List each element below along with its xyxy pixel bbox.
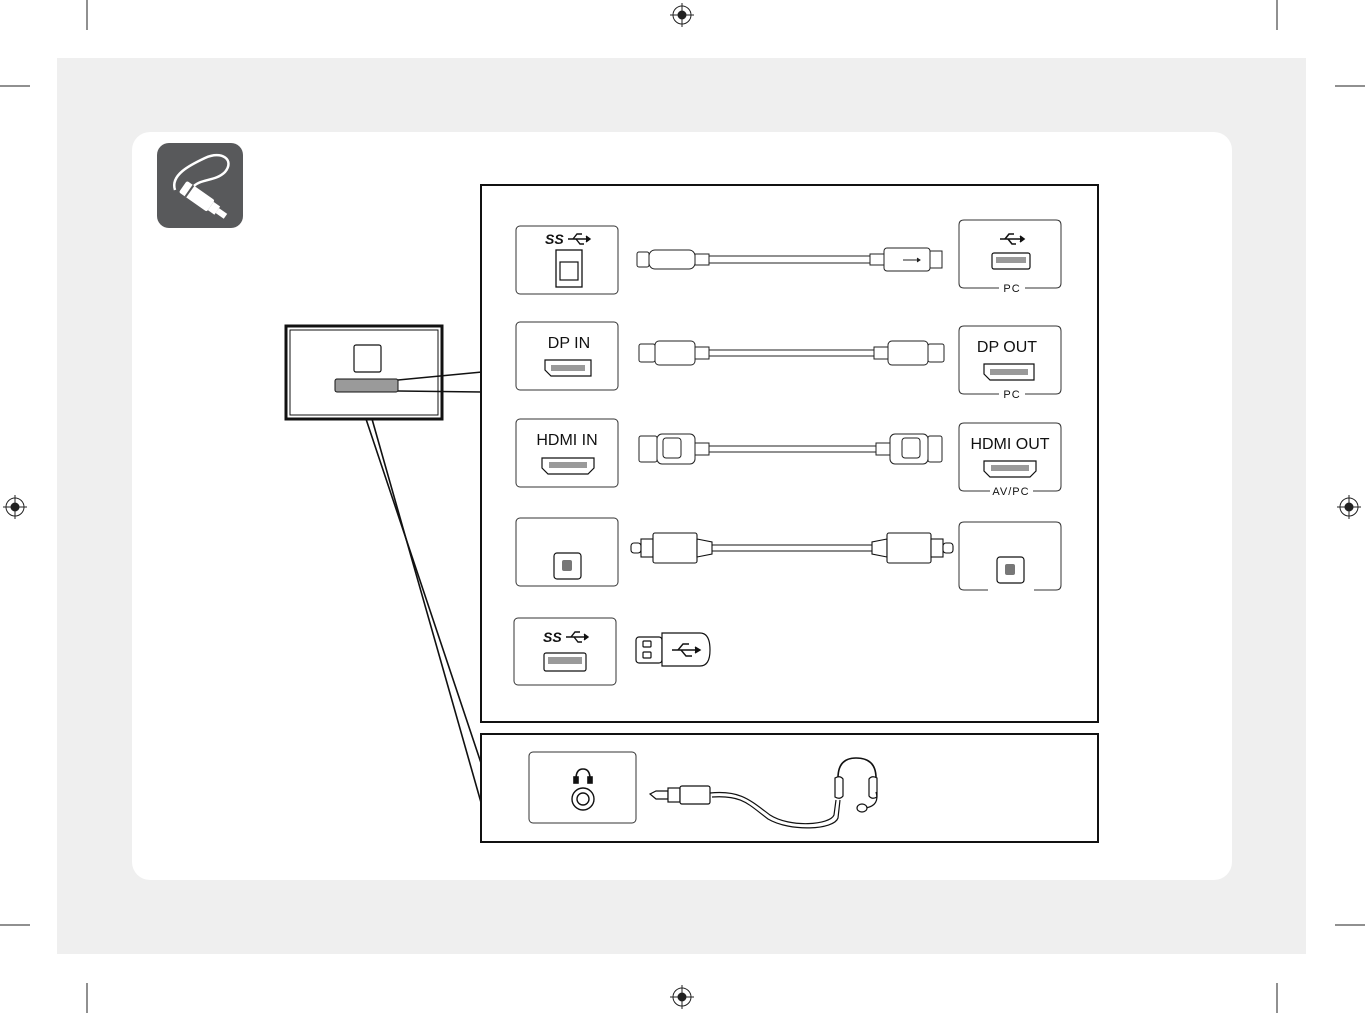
- dp-in-port: DP IN: [516, 322, 618, 390]
- hdmi-out-label: HDMI OUT: [970, 436, 1049, 453]
- av-pc-label: AV/PC: [992, 486, 1029, 498]
- headphone-port: [529, 752, 636, 823]
- registration-target-icon: [1337, 495, 1361, 519]
- usb-superspeed-label: SS: [543, 629, 562, 645]
- usb-downstream-port: SS: [514, 618, 616, 685]
- registration-target-icon: [670, 985, 694, 1009]
- usb-superspeed-label: SS: [545, 231, 564, 247]
- optical-out-port: [516, 518, 618, 586]
- dp-out-device: DP OUT PC: [959, 326, 1061, 401]
- optical-audio-device: [959, 522, 1061, 590]
- monitor-port-panel: [286, 326, 442, 419]
- hdmi-in-label: HDMI IN: [536, 432, 597, 449]
- registration-target-icon: [670, 3, 694, 27]
- dp-in-label: DP IN: [548, 335, 590, 352]
- usb-upstream-port: SS: [516, 226, 618, 294]
- dp-out-label: DP OUT: [977, 339, 1037, 356]
- pc-usb-device: PC: [959, 220, 1061, 295]
- hdmi-in-port: HDMI IN: [516, 419, 618, 487]
- hdmi-out-device: HDMI OUT AV/PC: [959, 423, 1061, 498]
- usb-flash-drive: [636, 633, 710, 666]
- pc-label: PC: [1003, 283, 1020, 295]
- callout-lines: [366, 372, 482, 806]
- registration-target-icon: [3, 495, 27, 519]
- dp-pc-label: PC: [1003, 389, 1020, 401]
- cable-connection-icon: [157, 143, 243, 228]
